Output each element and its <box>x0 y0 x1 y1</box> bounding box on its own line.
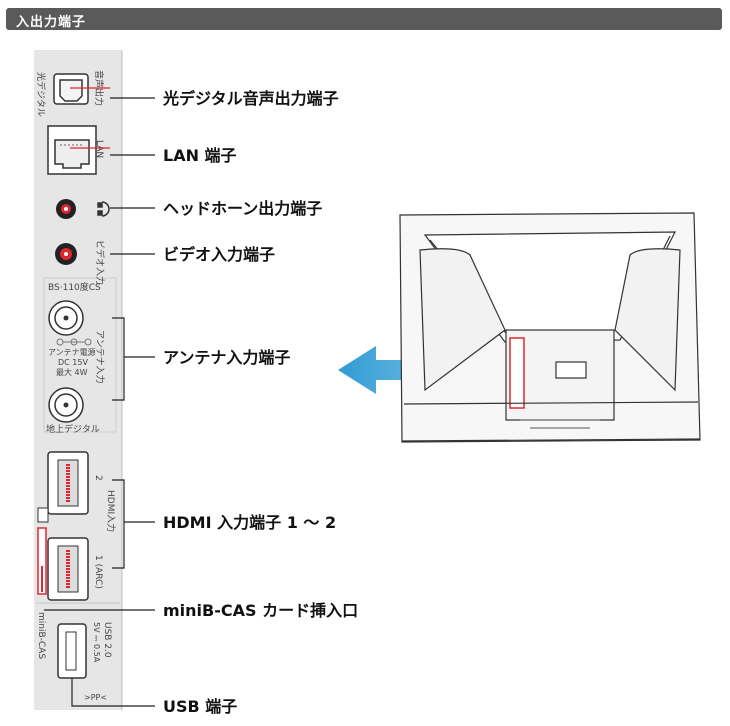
hdmi2-port <box>47 451 89 515</box>
optical-port <box>53 73 89 105</box>
bs-cs-label: BS·110度CS <box>48 281 101 293</box>
label-usb: USB 端子 <box>163 697 237 716</box>
lan-port <box>47 125 97 175</box>
optical-side-label: 光デジタル <box>35 72 47 117</box>
label-headphone: ヘッドホーン出力端子 <box>163 199 322 218</box>
label-lan: LAN 端子 <box>163 146 237 165</box>
leader-lines <box>44 97 155 707</box>
label-hdmi: HDMI 入力端子 1 〜 2 <box>163 513 336 532</box>
minibcas-slot <box>37 527 47 595</box>
hdmi1-port <box>47 537 89 601</box>
hdmi2-label: 2 <box>93 475 103 481</box>
section-header: 入出力端子 <box>6 8 722 30</box>
video-jack <box>55 243 77 265</box>
label-video: ビデオ入力端子 <box>163 245 275 264</box>
power-polarity-icon <box>56 338 92 346</box>
antenna-power-label: アンテナ電源 <box>48 348 96 357</box>
usb-panel-label: USB 2.0 <box>102 622 112 658</box>
hdmi1-label: 1 (ARC) <box>93 555 103 589</box>
minibcas-tab <box>37 507 49 523</box>
pp-mark: >PP< <box>84 693 107 702</box>
label-minibcas: miniB-CAS カード挿入口 <box>163 601 358 620</box>
headphone-icon <box>97 201 110 217</box>
hdmi-panel-label: HDMI入力 <box>105 490 117 532</box>
antenna-group-frame <box>43 277 117 433</box>
bs-cs-antenna-port <box>48 300 84 336</box>
tv-rear-illustration <box>399 212 701 443</box>
headphone-jack <box>56 199 76 219</box>
terrestrial-label: 地上デジタル <box>46 423 100 435</box>
lan-panel-label: LAN <box>94 140 104 158</box>
minibcas-panel-label: miniB-CAS <box>36 612 46 659</box>
antenna-input-label: アンテナ入力 <box>94 330 106 384</box>
terrestrial-antenna-port <box>48 387 84 423</box>
video-panel-label: ビデオ入力 <box>94 240 106 285</box>
antenna-max-label: 最大 4W <box>56 367 88 377</box>
port-highlights <box>70 87 110 149</box>
label-optical: 光デジタル音声出力端子 <box>162 89 339 108</box>
usb-port <box>57 623 87 679</box>
usb-power-label: 5V ⎓ 0.5A <box>92 622 101 663</box>
antenna-dc-label: DC 15V <box>58 358 88 367</box>
section-title: 入出力端子 <box>16 15 87 30</box>
label-antenna: アンテナ入力端子 <box>163 348 290 367</box>
